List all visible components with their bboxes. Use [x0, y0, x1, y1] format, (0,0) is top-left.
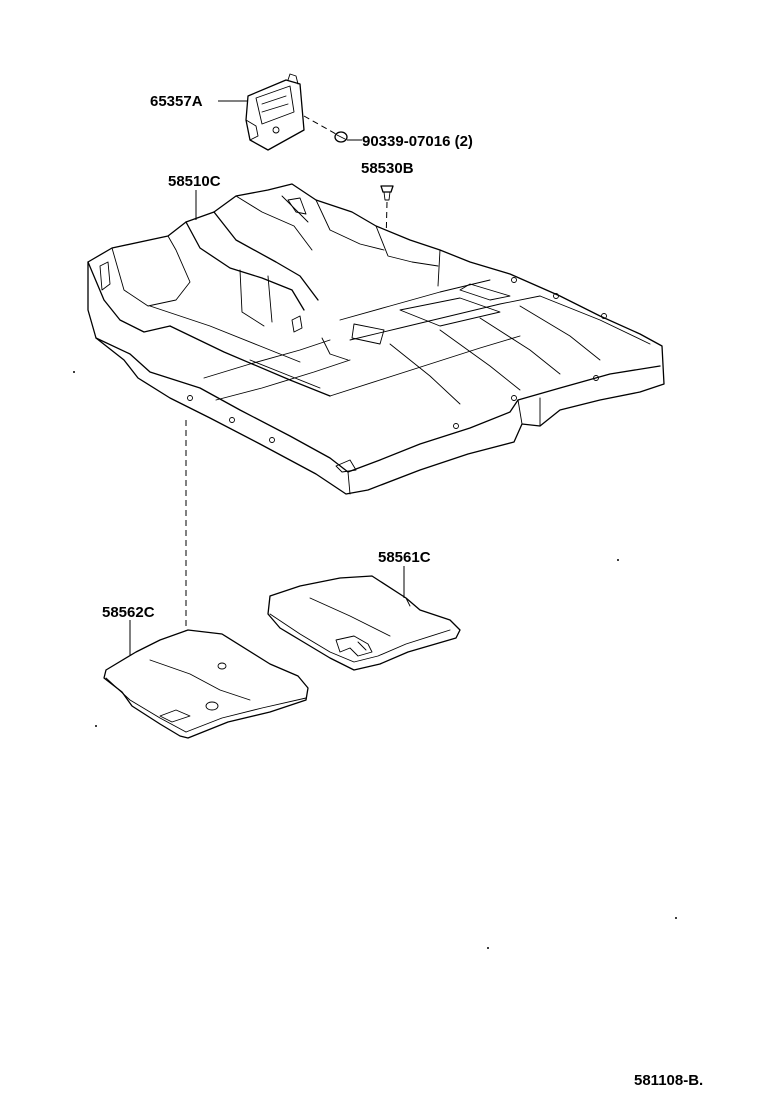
speck — [95, 725, 97, 727]
speck — [487, 947, 489, 949]
bracket-part-number: 65357A — [150, 93, 203, 110]
bracket-part-drawing — [245, 73, 305, 151]
speck — [617, 559, 619, 561]
speck — [675, 917, 677, 919]
diagram-reference-code: 581108-B. — [634, 1072, 703, 1089]
right-mat-part-number: 58561C — [378, 549, 431, 566]
clip-bolt-part-number: 90339-07016 (2) — [362, 133, 473, 150]
left-mat-drawing — [103, 629, 309, 739]
fastener-part-number: 58530B — [361, 160, 414, 177]
right-mat-drawing — [267, 575, 461, 671]
clip-bolt-dashed-leader — [303, 115, 337, 135]
floor-carpet-drawing — [87, 183, 665, 495]
clip-bolt-icon — [334, 131, 348, 143]
left-mat-part-number: 58562C — [102, 604, 155, 621]
fastener-clip-icon — [380, 185, 394, 201]
floor-carpet-part-number: 58510C — [168, 173, 221, 190]
speck — [73, 371, 75, 373]
